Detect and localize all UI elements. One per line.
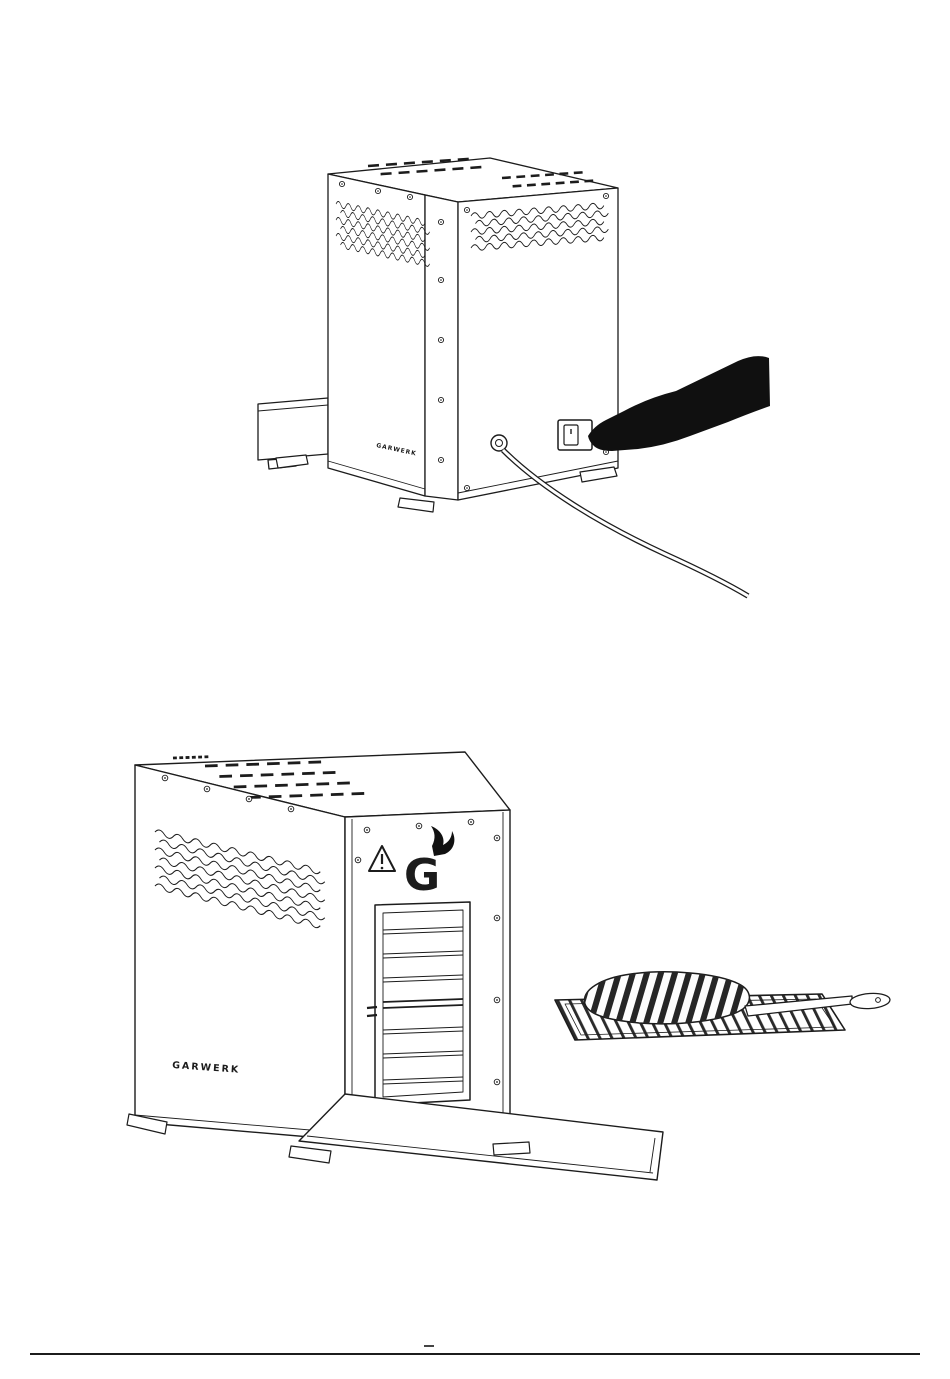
power-switch[interactable] [557, 419, 593, 451]
steak [583, 971, 751, 1025]
back-panel [457, 187, 619, 501]
rack-rails [382, 926, 464, 1085]
logo-letter: G [404, 850, 440, 901]
feet [126, 1113, 531, 1164]
warning-triangle-icon [368, 845, 396, 872]
front-view-illustration: G GARWERK [126, 751, 891, 1181]
flame-logo-icon: G [404, 826, 455, 901]
brand-label-front: GARWERK [172, 1060, 241, 1076]
figure-rear-power-switch: GARWERK [250, 152, 770, 612]
rack-opening [366, 901, 471, 1106]
rear-view-illustration: GARWERK [257, 157, 770, 599]
corner-post [424, 194, 459, 501]
spatula [744, 992, 891, 1017]
pressing-hand [588, 356, 770, 451]
power-cord [501, 448, 750, 599]
drip-tray [298, 1093, 664, 1181]
footer-center-mark [424, 1345, 434, 1347]
figure-front-grate-steak: G GARWERK [115, 742, 895, 1212]
feet [275, 454, 618, 513]
appliance-rear-body [327, 157, 619, 501]
strain-relief [490, 434, 508, 452]
footer-rule [30, 1353, 920, 1355]
left-side-panel [134, 764, 346, 1141]
